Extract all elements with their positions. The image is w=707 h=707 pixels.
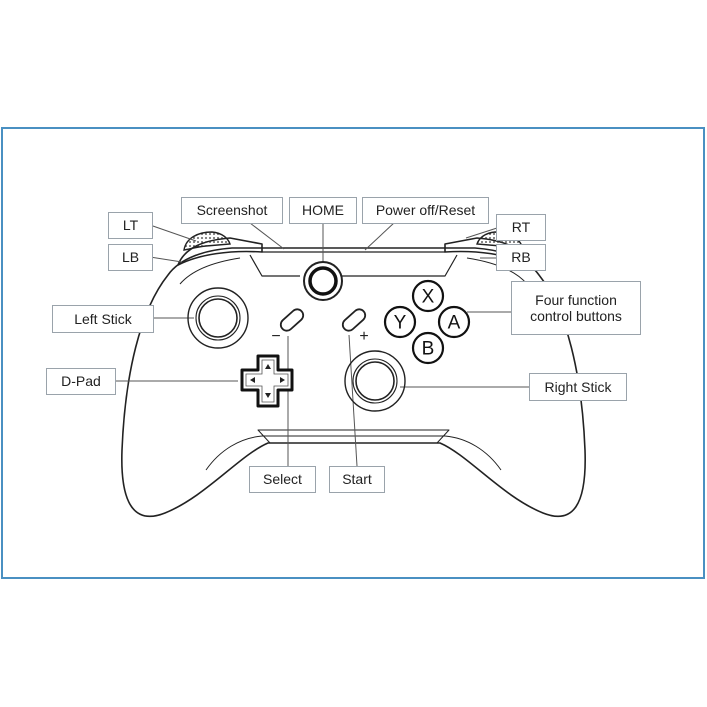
a-button — [437, 305, 471, 339]
right-stick — [344, 350, 406, 412]
label-screenshot: Screenshot — [181, 197, 283, 224]
home-button — [303, 261, 343, 301]
dpad — [240, 354, 294, 408]
start-button — [341, 308, 367, 332]
label-rb: RB — [496, 244, 546, 271]
a-button-letter: A — [448, 313, 461, 334]
y-button-letter: Y — [394, 313, 407, 334]
label-power: Power off/Reset — [362, 197, 489, 224]
b-button — [411, 331, 445, 365]
leader-lines — [115, 221, 530, 468]
label-left-stick: Left Stick — [52, 305, 154, 333]
label-home: HOME — [289, 197, 357, 224]
plus-symbol: + — [359, 328, 368, 345]
y-button — [383, 305, 417, 339]
face-buttons — [383, 279, 471, 365]
label-lt: LT — [108, 212, 153, 239]
x-button-letter: X — [422, 287, 435, 308]
x-button — [411, 279, 445, 313]
label-start: Start — [329, 466, 385, 493]
left-stick — [187, 287, 249, 349]
label-select: Select — [249, 466, 316, 493]
label-four-function: Four function control buttons — [511, 281, 641, 335]
lt-trigger — [183, 231, 231, 251]
select-button — [279, 308, 305, 332]
minus-symbol: − — [271, 328, 280, 345]
label-lb: LB — [108, 244, 153, 271]
label-dpad: D-Pad — [46, 368, 116, 395]
b-button-letter: B — [422, 339, 435, 360]
label-rt: RT — [496, 214, 546, 241]
label-right-stick: Right Stick — [529, 373, 627, 401]
